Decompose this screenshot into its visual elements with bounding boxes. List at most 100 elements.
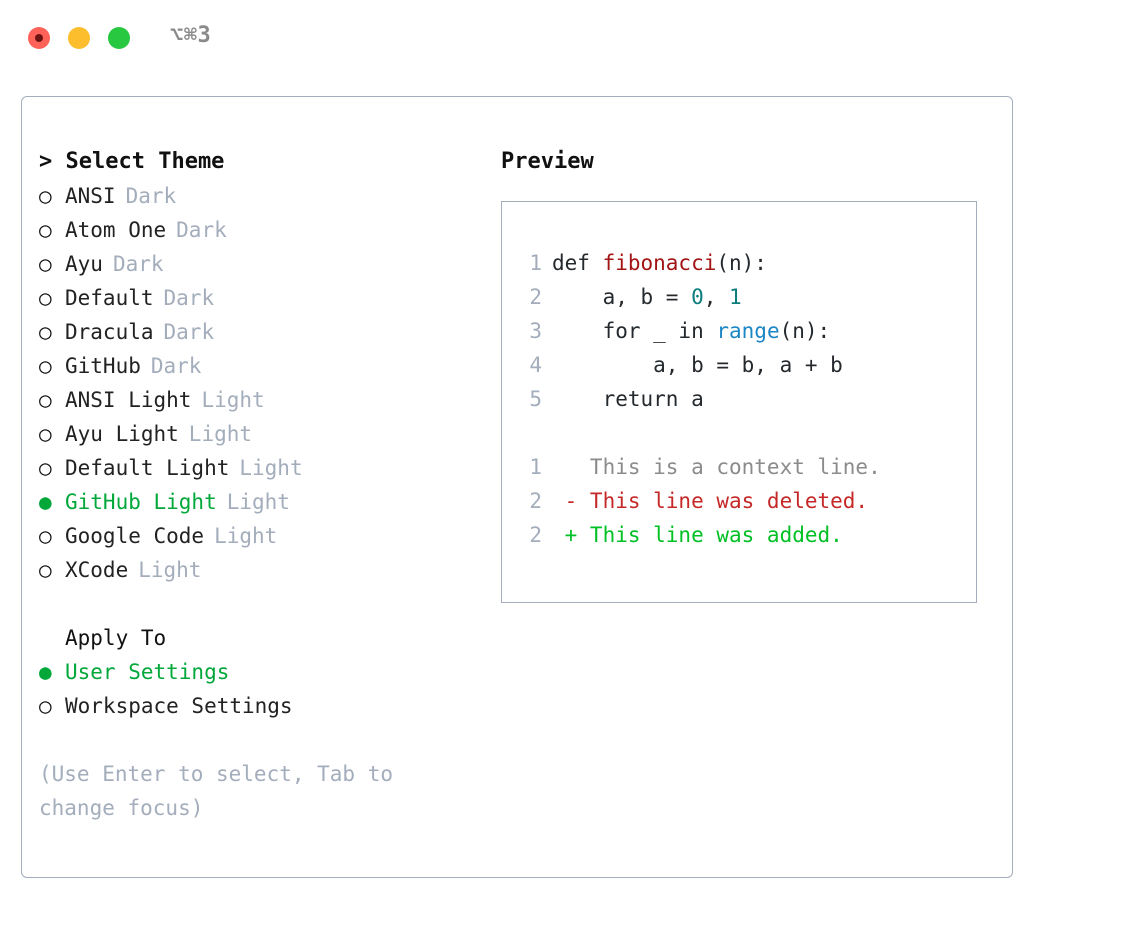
theme-kind-badge: Light <box>239 456 303 480</box>
radio-unselected-icon: ○ <box>39 558 52 582</box>
code-token: 1 <box>729 285 742 309</box>
code-line-text: def fibonacci(n): <box>542 246 767 280</box>
theme-kind-badge: Dark <box>163 286 215 310</box>
theme-option-ayu-light[interactable]: ○ Ayu Light Light <box>39 417 469 451</box>
theme-kind-badge: Dark <box>125 184 177 208</box>
theme-option-label: ANSI Light <box>65 388 192 412</box>
apply-to-title: Apply To <box>65 626 167 650</box>
diff-line-text: This is a context line. <box>552 455 881 479</box>
code-token: a, b = b, a + b <box>552 353 843 377</box>
code-token: a, b = <box>552 285 692 309</box>
theme-option-default-light[interactable]: ○ Default Light Light <box>39 451 469 485</box>
diff-line-number: 2 <box>529 489 542 513</box>
code-line-number: 4 <box>529 353 542 377</box>
theme-option-github-light[interactable]: ● GitHub Light Light <box>39 485 469 519</box>
title-bar: ⌥⌘3 <box>0 0 1140 78</box>
theme-option-github[interactable]: ○ GitHub Dark <box>39 349 469 383</box>
theme-option-label: Google Code <box>65 524 205 548</box>
code-line: 2 a, b = 0, 1 <box>514 280 976 314</box>
theme-kind-badge: Dark <box>163 320 215 344</box>
keyboard-hint: (Use Enter to select, Tab to change focu… <box>39 762 406 820</box>
radio-unselected-icon: ○ <box>39 456 52 480</box>
code-line-number: 3 <box>529 319 542 343</box>
theme-option-label: Dracula <box>65 320 154 344</box>
radio-unselected-icon: ○ <box>39 320 52 344</box>
theme-kind-badge: Light <box>138 558 202 582</box>
theme-option-label: Default <box>65 286 154 310</box>
code-token: (n): <box>779 319 831 343</box>
code-token: for _ in <box>552 319 717 343</box>
theme-option-ayu[interactable]: ○ Ayu Dark <box>39 247 469 281</box>
diff-line-text: + This line was added. <box>552 523 843 547</box>
theme-kind-badge: Dark <box>112 252 164 276</box>
theme-kind-badge: Light <box>214 524 278 548</box>
apply-to-option-user-settings[interactable]: ●User Settings <box>39 655 469 689</box>
theme-option-dracula[interactable]: ○ Dracula Dark <box>39 315 469 349</box>
radio-unselected-icon: ○ <box>39 218 52 242</box>
theme-option-ansi[interactable]: ○ ANSI Dark <box>39 179 469 213</box>
theme-option-ansi-light[interactable]: ○ ANSI Light Light <box>39 383 469 417</box>
select-theme-header: > Select Theme <box>39 149 225 174</box>
theme-kind-badge: Light <box>188 422 253 446</box>
diff-line: 2 - This line was deleted. <box>514 484 976 518</box>
radio-unselected-icon: ○ <box>39 422 52 446</box>
theme-option-default[interactable]: ○ Default Dark <box>39 281 469 315</box>
radio-unselected-icon: ○ <box>39 354 52 378</box>
apply-to-section: Apply To ●User Settings ○ Workspace Settin… <box>39 621 469 723</box>
radio-unselected-icon: ○ <box>39 694 52 718</box>
theme-kind-badge: Light <box>201 388 265 412</box>
radio-unselected-icon: ○ <box>39 286 52 310</box>
radio-unselected-icon: ○ <box>39 388 52 412</box>
theme-option-label: Default Light <box>65 456 230 480</box>
theme-option-label: ANSI <box>65 184 116 208</box>
preview-spacer <box>514 416 976 450</box>
theme-option-google-code[interactable]: ○ Google Code Light <box>39 519 469 553</box>
radio-unselected-icon: ○ <box>39 184 52 208</box>
code-token: 0 <box>691 285 704 309</box>
diff-line-text: - This line was deleted. <box>552 489 869 513</box>
code-line-text: a, b = 0, 1 <box>542 280 742 314</box>
theme-kind-badge: Dark <box>150 354 202 378</box>
theme-kind-badge: Dark <box>176 218 227 242</box>
code-line: 4 a, b = b, a + b <box>514 348 976 382</box>
code-line: 3 for _ in range(n): <box>514 314 976 348</box>
theme-option-atom-one[interactable]: ○ Atom One Dark <box>39 213 469 247</box>
theme-option-label: Ayu Light <box>65 422 179 446</box>
code-token: , <box>703 285 730 309</box>
window-title: ⌥⌘3 <box>170 23 212 48</box>
theme-option-label: GitHub <box>65 354 141 378</box>
code-line-number: 2 <box>529 285 542 309</box>
theme-option-label: GitHub Light <box>65 490 217 514</box>
theme-option-label: Atom One <box>65 218 167 242</box>
radio-unselected-icon: ○ <box>39 252 52 276</box>
diff-line-number: 1 <box>529 455 542 479</box>
apply-to-option-label: Workspace Settings <box>65 694 293 718</box>
preview-title: Preview <box>501 149 594 174</box>
code-line-number: 1 <box>529 251 542 275</box>
code-line-text: return a <box>542 382 704 416</box>
code-token: range <box>716 319 780 343</box>
theme-option-label: Ayu <box>65 252 103 276</box>
maximize-window-button[interactable] <box>108 27 130 49</box>
minimize-window-button[interactable] <box>68 27 90 49</box>
code-token: def <box>552 251 603 275</box>
code-line-number: 5 <box>529 387 542 411</box>
diff-line: 2 + This line was added. <box>514 518 976 552</box>
close-window-button[interactable] <box>28 27 50 49</box>
code-token: fibonacci <box>602 251 717 275</box>
radio-selected-icon: ● <box>39 490 52 514</box>
apply-to-option-workspace-settings[interactable]: ○ Workspace Settings <box>39 689 469 723</box>
diff-sample: 1 This is a context line. 2 - This line w… <box>514 450 976 552</box>
theme-kind-badge: Light <box>226 490 290 514</box>
code-line: 5 return a <box>514 382 976 416</box>
apply-to-option-list: ●User Settings ○ Workspace Settings <box>39 655 469 723</box>
apply-to-option-label: User Settings <box>65 660 230 684</box>
radio-unselected-icon: ○ <box>39 524 52 548</box>
